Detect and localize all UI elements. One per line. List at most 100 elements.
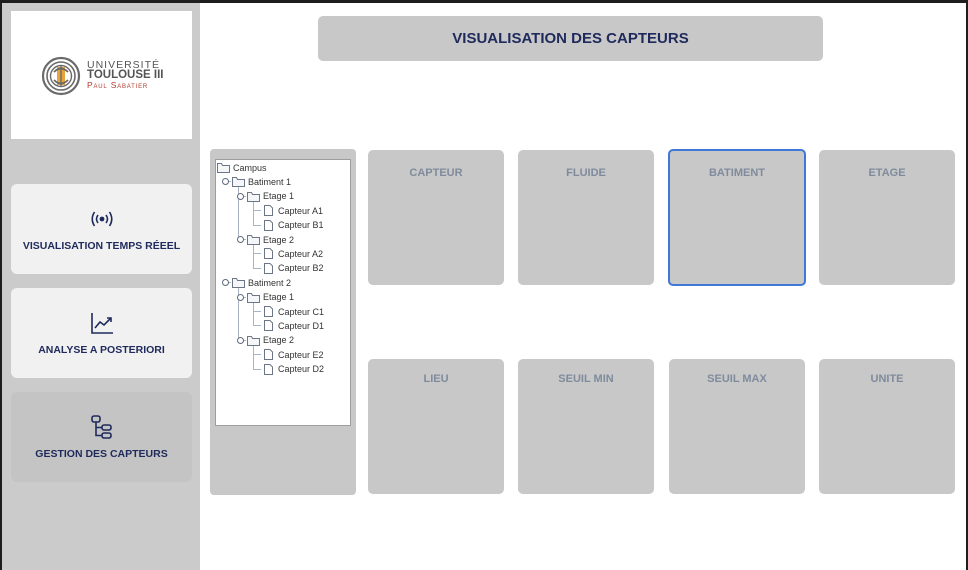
file-icon: [262, 320, 275, 332]
expand-handle-icon[interactable]: [237, 293, 244, 301]
field-card-unite[interactable]: UNITE: [819, 359, 955, 494]
tree-folder-node[interactable]: Batiment 2: [222, 276, 292, 289]
tree-node-label: Capteur A2: [278, 248, 324, 259]
field-card-lieu[interactable]: LIEU: [368, 359, 504, 494]
tree-folder-node[interactable]: Campus: [217, 161, 267, 174]
file-icon: [262, 262, 275, 274]
tree-folder-node[interactable]: Batiment 1: [222, 175, 292, 188]
expand-handle-icon[interactable]: [237, 336, 244, 344]
expand-handle-icon[interactable]: [222, 279, 229, 287]
nav-label-sensor-management: GESTION DES CAPTEURS: [35, 448, 168, 460]
broadcast-icon: [88, 206, 116, 232]
tree-folder-node[interactable]: Etage 2: [237, 233, 295, 246]
tree-connector-line: [253, 244, 254, 269]
tree-sensor-node[interactable]: Capteur D1: [262, 319, 324, 332]
tree-sensor-node[interactable]: Capteur B1: [262, 219, 324, 232]
field-label-seuil-min: SEUIL MIN: [558, 373, 614, 385]
tree-connector-line: [253, 344, 254, 370]
tree-sensor-node[interactable]: Capteur D2: [262, 363, 324, 376]
field-label-etage: ETAGE: [868, 167, 906, 179]
field-label-fluide: FLUIDE: [566, 167, 606, 179]
file-icon: [262, 248, 275, 260]
tree-sensor-node[interactable]: Capteur C1: [262, 305, 324, 318]
expand-handle-icon[interactable]: [237, 192, 244, 200]
tree-node-label: Capteur A1: [278, 205, 324, 216]
tree-node-label: Batiment 1: [248, 176, 292, 187]
tree-node-label: Etage 2: [263, 234, 295, 245]
expand-handle-icon[interactable]: [237, 236, 244, 243]
tree-folder-node[interactable]: Etage 1: [237, 190, 295, 203]
tree-connector-line: [238, 287, 239, 341]
tree-node-label: Capteur B1: [278, 220, 324, 231]
app-window: UNIVERSITÉ TOULOUSE III Paul Sabatier VI…: [2, 3, 966, 570]
tree-folder-node[interactable]: Etage 1: [237, 291, 295, 304]
logo-line-universite: UNIVERSITÉ: [87, 59, 161, 71]
tree-node-label: Capteur D1: [278, 320, 325, 331]
nav-button-realtime[interactable]: VISUALISATION TEMPS RÉEEL: [11, 184, 192, 274]
tree-branch-line: [253, 368, 261, 370]
field-card-seuil-min[interactable]: SEUIL MIN: [518, 359, 654, 494]
hierarchy-icon: [90, 414, 114, 440]
tree-branch-line: [253, 224, 261, 226]
tree-connector-line: [238, 186, 239, 240]
folder-icon: [247, 191, 260, 202]
folder-icon: [247, 234, 260, 245]
tree-branch-line: [253, 354, 261, 356]
tree-branch-line: [253, 210, 261, 212]
folder-icon: [232, 277, 245, 289]
folder-icon: [247, 335, 260, 346]
field-card-fluide[interactable]: FLUIDE: [518, 150, 654, 285]
nav-label-analysis: ANALYSE A POSTERIORI: [38, 344, 165, 356]
folder-icon: [217, 162, 230, 173]
tree-node-label: Batiment 2: [248, 277, 292, 288]
tree-node-label: Etage 2: [263, 335, 295, 346]
logo-line-toulouse: TOULOUSE III: [87, 69, 164, 81]
field-label-capteur: CAPTEUR: [409, 167, 463, 179]
page-title: VISUALISATION DES CAPTEURS: [452, 30, 689, 47]
tree-node-label: Capteur C1: [278, 306, 325, 317]
field-label-seuil-max: SEUIL MAX: [707, 373, 767, 385]
university-logo: UNIVERSITÉ TOULOUSE III Paul Sabatier: [11, 11, 192, 139]
field-label-unite: UNITE: [870, 373, 904, 385]
university-emblem-icon: [41, 56, 81, 96]
tree-connector-line: [253, 301, 254, 327]
file-icon: [262, 349, 275, 361]
file-icon: [262, 306, 275, 317]
tree-sensor-node[interactable]: Capteur E2: [262, 348, 324, 361]
file-icon: [262, 219, 275, 231]
tree-node-label: Campus: [233, 162, 267, 173]
tree-branch-line: [253, 253, 261, 255]
file-icon: [262, 363, 275, 375]
tree-branch-line: [253, 267, 261, 269]
logo-line-paul-sabatier: Paul Sabatier: [87, 80, 148, 90]
folder-icon: [232, 176, 245, 188]
title-bar: VISUALISATION DES CAPTEURS: [318, 16, 823, 61]
nav-button-analysis[interactable]: ANALYSE A POSTERIORI: [11, 288, 192, 378]
expand-handle-icon[interactable]: [222, 178, 229, 186]
field-card-batiment[interactable]: BATIMENT: [668, 149, 806, 286]
field-card-seuil-max[interactable]: SEUIL MAX: [669, 359, 805, 494]
tree-connector-line: [253, 200, 254, 226]
tree-folder-node[interactable]: Etage 2: [237, 334, 295, 347]
nav-button-sensor-management[interactable]: GESTION DES CAPTEURS: [11, 392, 192, 482]
field-card-capteur[interactable]: CAPTEUR: [368, 150, 504, 285]
field-card-etage[interactable]: ETAGE: [819, 150, 955, 285]
tree-node-label: Capteur D2: [278, 364, 325, 375]
tree-node-label: Capteur E2: [278, 349, 324, 360]
tree-node-label: Etage 1: [263, 191, 295, 202]
tree-sensor-node[interactable]: Capteur B2: [262, 262, 324, 275]
tree-node-label: Capteur B2: [278, 263, 324, 274]
tree-branch-line: [253, 325, 261, 327]
folder-icon: [247, 292, 260, 303]
chart-line-icon: [90, 310, 114, 336]
tree-sensor-node[interactable]: Capteur A1: [262, 204, 323, 217]
field-label-lieu: LIEU: [423, 373, 449, 385]
nav-label-realtime: VISUALISATION TEMPS RÉEEL: [22, 240, 181, 252]
file-icon: [262, 205, 275, 217]
tree-node-label: Etage 1: [263, 292, 295, 303]
tree-branch-line: [253, 311, 261, 312]
tree-sensor-node[interactable]: Capteur A2: [262, 247, 323, 260]
field-label-batiment: BATIMENT: [708, 167, 765, 179]
